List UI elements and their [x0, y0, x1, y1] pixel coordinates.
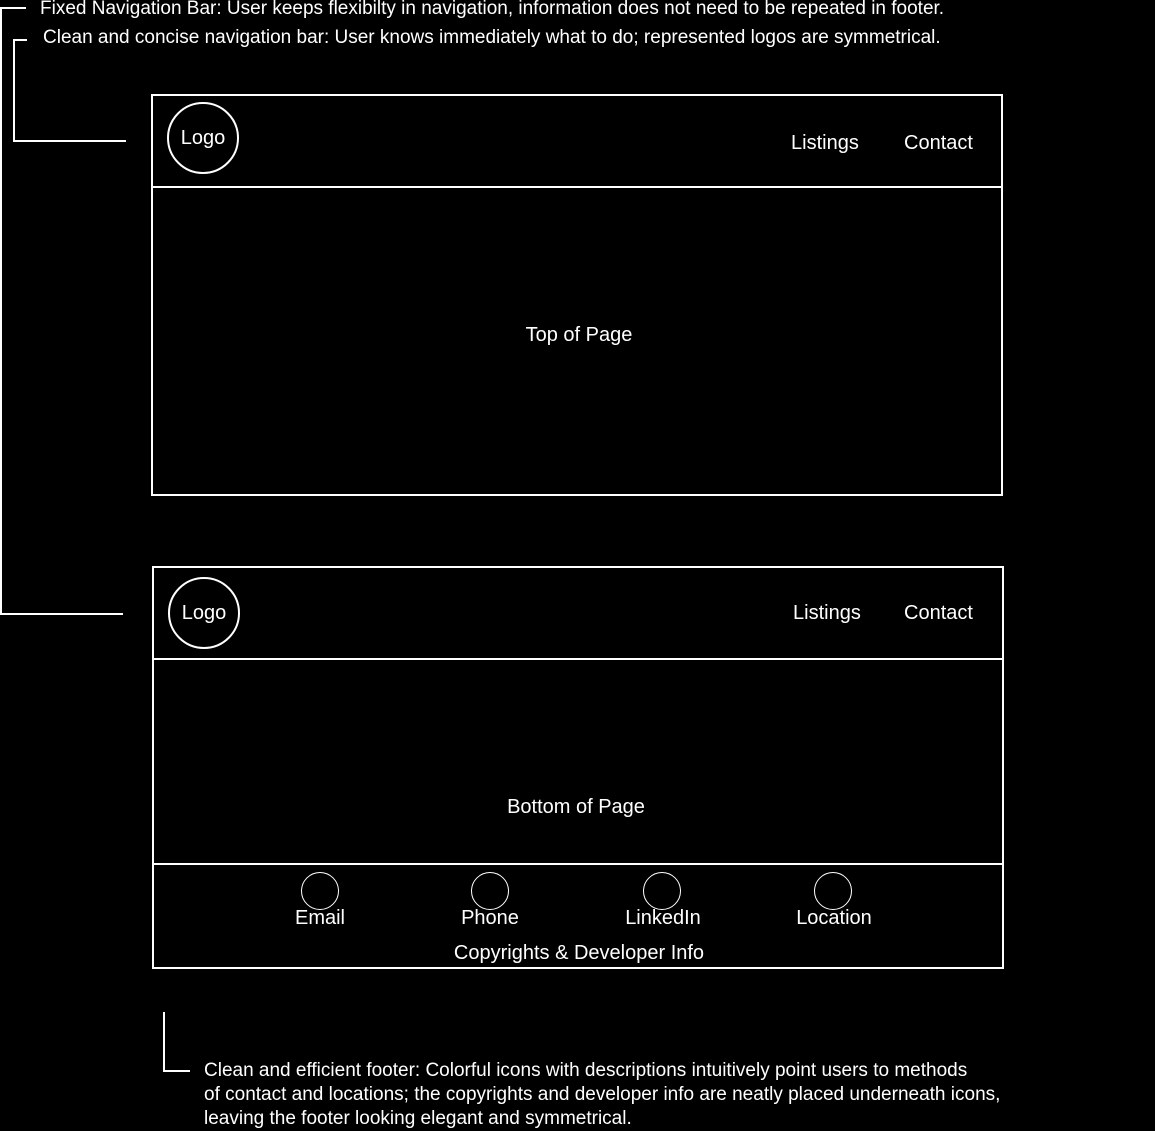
footer-connector-vertical	[163, 1012, 165, 1072]
top-page-wireframe: Logo Listings Contact Top of Page	[151, 94, 1003, 496]
bottom-logo[interactable]: Logo	[168, 577, 240, 649]
clean-nav-connector-top	[13, 39, 27, 41]
footer-location-label[interactable]: Location	[796, 907, 872, 929]
bottom-nav-listings[interactable]: Listings	[793, 602, 861, 624]
clean-nav-annotation: Clean and concise navigation bar: User k…	[43, 27, 941, 48]
footer-email-label[interactable]: Email	[294, 907, 346, 929]
clean-nav-connector-vertical	[13, 39, 15, 142]
footer: Email Phone LinkedIn Location Copyrights…	[154, 863, 1002, 967]
footer-linkedin-label[interactable]: LinkedIn	[625, 907, 701, 929]
footer-annotation-line-1: Clean and efficient footer: Colorful ico…	[204, 1060, 968, 1081]
top-nav-listings[interactable]: Listings	[791, 132, 859, 154]
footer-connector-horizontal	[163, 1070, 190, 1072]
fixed-nav-connector-vertical	[0, 7, 2, 615]
bottom-nav-contact[interactable]: Contact	[904, 602, 973, 624]
bottom-page-label: Bottom of Page	[507, 796, 645, 818]
footer-phone-label[interactable]: Phone	[461, 907, 519, 929]
bottom-page-wireframe: Logo Listings Contact Bottom of Page Ema…	[152, 566, 1004, 969]
fixed-nav-connector-bottom	[0, 613, 123, 615]
top-logo[interactable]: Logo	[167, 102, 239, 174]
footer-annotation-line-3: leaving the footer looking elegant and s…	[204, 1108, 632, 1129]
location-icon[interactable]	[814, 872, 852, 910]
bottom-navbar: Logo Listings Contact	[154, 568, 1002, 660]
fixed-nav-connector-top	[0, 7, 26, 9]
footer-copyright: Copyrights & Developer Info	[453, 942, 705, 964]
phone-icon[interactable]	[471, 872, 509, 910]
email-icon[interactable]	[301, 872, 339, 910]
clean-nav-connector-bottom	[13, 140, 126, 142]
top-page-label: Top of Page	[525, 324, 633, 346]
top-navbar: Logo Listings Contact	[153, 96, 1001, 188]
linkedin-icon[interactable]	[643, 872, 681, 910]
fixed-nav-annotation: Fixed Navigation Bar: User keeps flexibi…	[40, 0, 945, 19]
footer-annotation-line-2: of contact and locations; the copyrights…	[204, 1084, 1001, 1105]
top-nav-contact[interactable]: Contact	[904, 132, 973, 154]
